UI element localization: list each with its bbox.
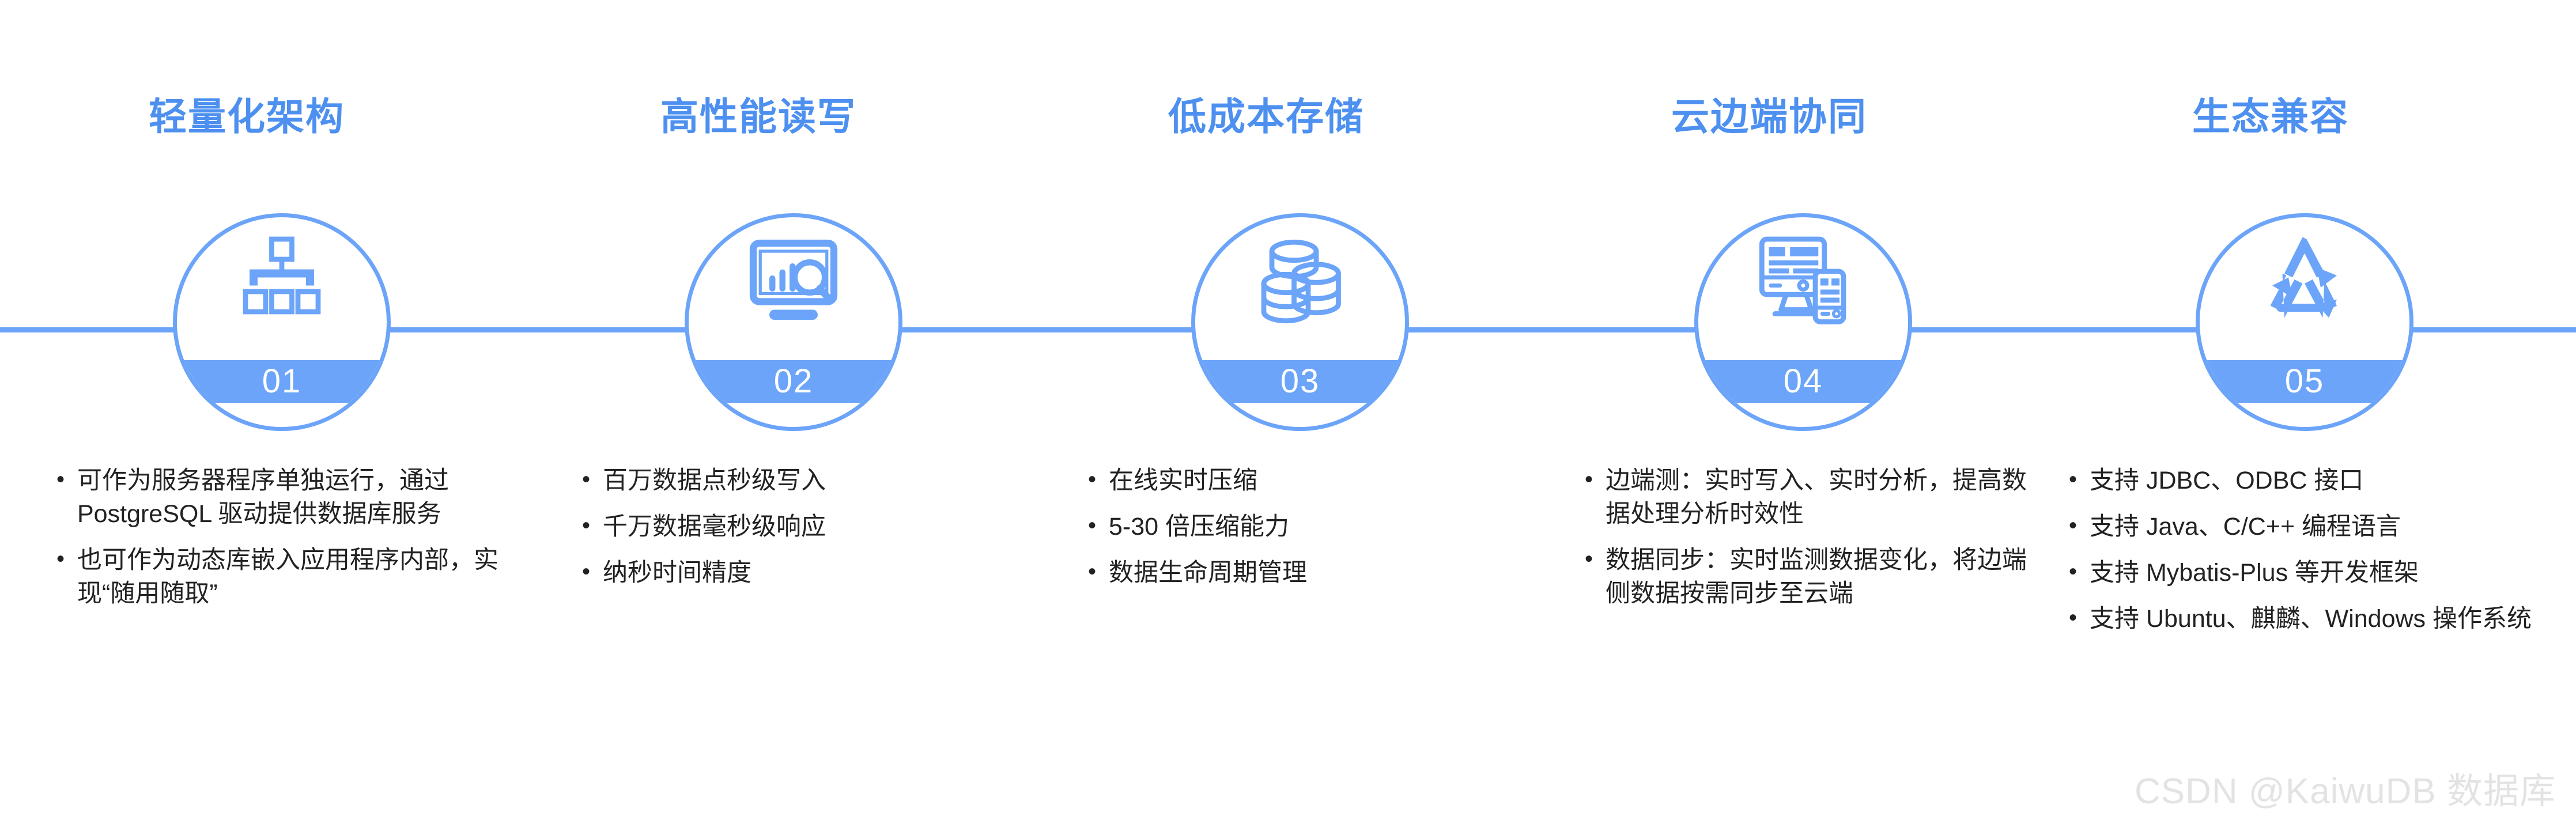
bullet-dot-icon: • (1088, 559, 1097, 585)
bullet-text: 支持 Ubuntu、麒麟、Windows 操作系统 (2090, 605, 2532, 633)
recycle-icon (2254, 229, 2355, 330)
feature-bullets-3: • 在线实时压缩 • 5-30 倍压缩能力 • 数据生命周期管理 (1088, 464, 1526, 602)
feature-number-4: 04 (1783, 362, 1823, 400)
feature-column-1: 轻量化架构 01 • (40, 0, 536, 824)
list-item: • 边端测：实时写入、实时分析，提高数据处理分析时效性 (1585, 464, 2034, 531)
list-item: • 百万数据点秒级写入 (582, 464, 1020, 497)
list-item: • 数据同步：实时监测数据变化，将边端侧数据按需同步至云端 (1585, 543, 2034, 610)
feature-number-band-3: 03 (1195, 360, 1405, 403)
bullet-dot-icon: • (56, 467, 65, 492)
bullet-dot-icon: • (2069, 513, 2078, 539)
feature-title-4: 云边端协同 (1671, 95, 1867, 138)
feature-bullets-1: • 可作为服务器程序单独运行，通过 PostgreSQL 驱动提供数据库服务 •… (56, 464, 512, 623)
bullet-text: 支持 Java、C/C++ 编程语言 (2090, 513, 2401, 541)
bullet-dot-icon: • (2069, 559, 2078, 585)
feature-badge-1[interactable]: 01 (173, 213, 391, 431)
feature-title-3: 低成本存储 (1168, 95, 1364, 138)
feature-column-4: 云边端协同 (1521, 0, 2027, 824)
list-item: • 千万数据毫秒级响应 (582, 510, 1020, 543)
bullet-dot-icon: • (1088, 467, 1097, 492)
bullet-text: 数据同步：实时监测数据变化，将边端侧数据按需同步至云端 (1606, 546, 2027, 608)
bullet-text: 千万数据毫秒级响应 (603, 513, 826, 541)
bullet-dot-icon: • (582, 467, 591, 492)
feature-number-band-4: 04 (1698, 360, 1908, 403)
list-item: • 支持 Mybatis-Plus 等开发框架 (2069, 556, 2564, 589)
list-item: • 支持 Ubuntu、麒麟、Windows 操作系统 (2069, 602, 2564, 636)
bullet-text: 可作为服务器程序单独运行，通过 PostgreSQL 驱动提供数据库服务 (77, 467, 449, 528)
bullet-dot-icon: • (1585, 467, 1593, 492)
list-item: • 数据生命周期管理 (1088, 556, 1526, 589)
list-item: • 纳秒时间精度 (582, 556, 1020, 589)
list-item: • 在线实时压缩 (1088, 464, 1526, 497)
desktop-mobile-icon (1753, 229, 1854, 330)
bullet-dot-icon: • (582, 513, 591, 539)
bullet-dot-icon: • (56, 546, 65, 572)
bullet-dot-icon: • (1088, 513, 1097, 539)
bullet-text: 数据生命周期管理 (1109, 559, 1307, 587)
list-item: • 也可作为动态库嵌入应用程序内部，实现“随用随取” (56, 543, 512, 610)
list-item: • 支持 Java、C/C++ 编程语言 (2069, 510, 2564, 543)
feature-bullets-4: • 边端测：实时写入、实时分析，提高数据处理分析时效性 • 数据同步：实时监测数… (1585, 464, 2034, 623)
bullet-text: 支持 JDBC、ODBC 接口 (2090, 467, 2364, 494)
feature-column-3: 低成本存储 (1037, 0, 1533, 824)
feature-badge-5[interactable]: 05 (2196, 213, 2413, 431)
bullet-text: 也可作为动态库嵌入应用程序内部，实现“随用随取” (77, 546, 498, 608)
feature-number-band-1: 01 (177, 360, 387, 403)
feature-title-5: 生态兼容 (2192, 95, 2349, 138)
database-stack-icon (1250, 229, 1351, 330)
bullet-text: 边端测：实时写入、实时分析，提高数据处理分析时效性 (1606, 467, 2027, 528)
bullet-text: 百万数据点秒级写入 (603, 467, 826, 494)
monitor-analytics-icon (743, 229, 844, 330)
feature-column-5: 生态兼容 (2011, 0, 2532, 824)
feature-number-1: 01 (262, 362, 302, 400)
feature-number-2: 02 (773, 362, 814, 400)
bullet-dot-icon: • (1585, 546, 1593, 572)
list-item: • 支持 JDBC、ODBC 接口 (2069, 464, 2564, 497)
feature-title-1: 轻量化架构 (149, 95, 345, 138)
feature-number-5: 05 (2284, 362, 2325, 400)
watermark: CSDN @KaiwuDB 数据库 (2134, 772, 2556, 811)
feature-column-2: 高性能读写 02 (536, 0, 1032, 824)
bullet-dot-icon: • (2069, 605, 2078, 631)
feature-bullets-2: • 百万数据点秒级写入 • 千万数据毫秒级响应 • 纳秒时间精度 (582, 464, 1020, 602)
bullet-text: 5-30 倍压缩能力 (1109, 513, 1290, 541)
feature-number-3: 03 (1280, 362, 1320, 400)
feature-badge-4[interactable]: 04 (1694, 213, 1912, 431)
bullet-text: 纳秒时间精度 (603, 559, 751, 587)
feature-badge-3[interactable]: 03 (1191, 213, 1409, 431)
bullet-dot-icon: • (2069, 467, 2078, 492)
bullet-text: 在线实时压缩 (1109, 467, 1257, 494)
bullet-dot-icon: • (582, 559, 591, 585)
feature-number-band-2: 02 (689, 360, 898, 403)
list-item: • 可作为服务器程序单独运行，通过 PostgreSQL 驱动提供数据库服务 (56, 464, 512, 531)
feature-bullets-5: • 支持 JDBC、ODBC 接口 • 支持 Java、C/C++ 编程语言 •… (2069, 464, 2564, 648)
feature-title-2: 高性能读写 (660, 95, 856, 138)
list-item: • 5-30 倍压缩能力 (1088, 510, 1526, 543)
feature-badge-2[interactable]: 02 (685, 213, 902, 431)
feature-number-band-5: 05 (2200, 360, 2409, 403)
bullet-text: 支持 Mybatis-Plus 等开发框架 (2090, 559, 2419, 587)
hierarchy-icon (232, 229, 333, 330)
